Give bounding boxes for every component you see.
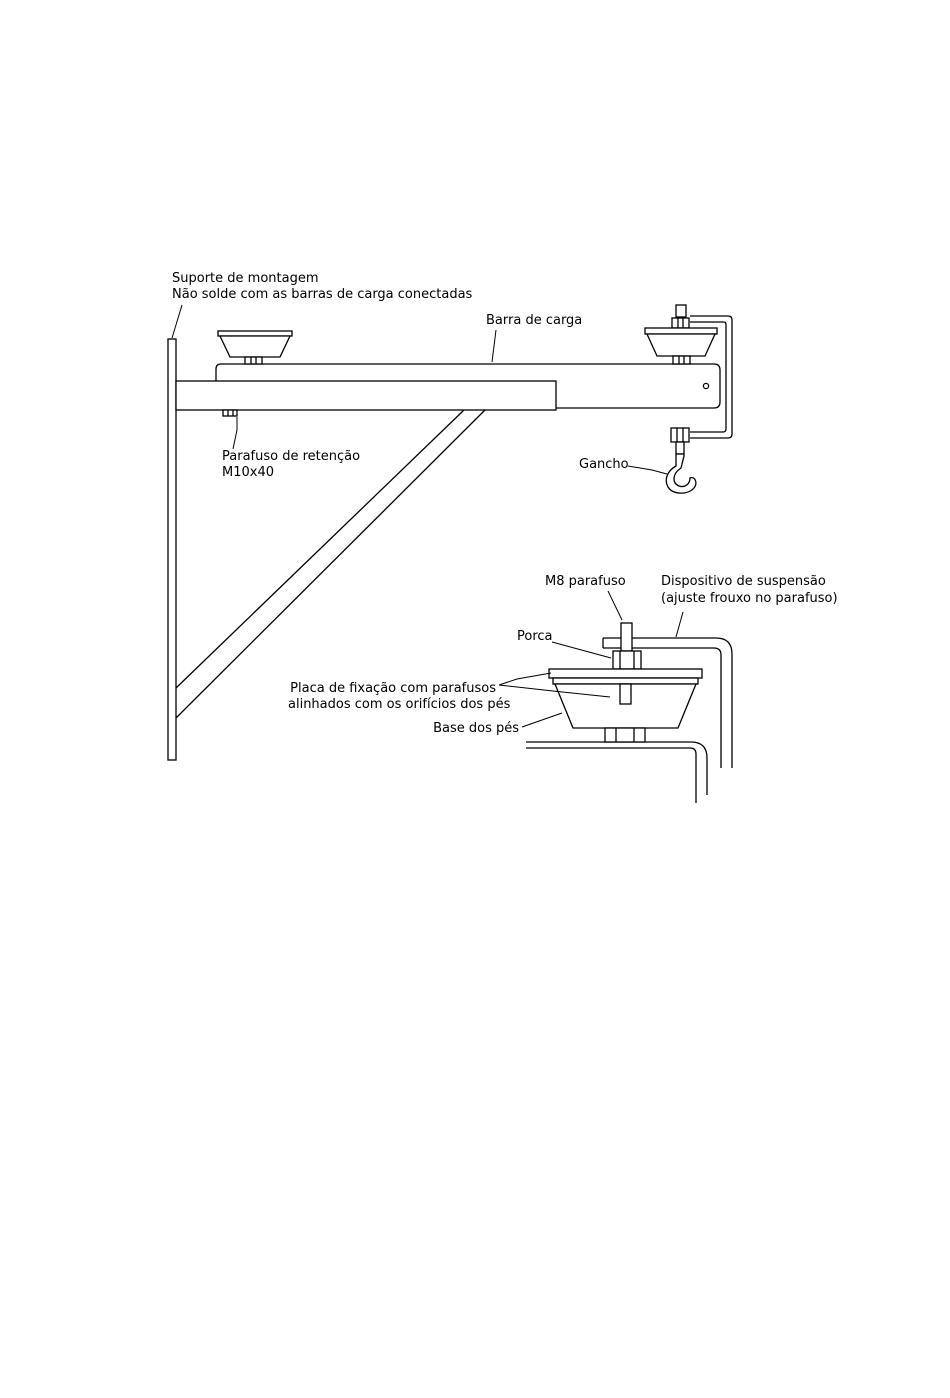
label-fixing-plate-note: alinhados com os orifícios dos pés bbox=[288, 697, 496, 713]
mounting-arm bbox=[176, 381, 556, 410]
detail-nut bbox=[613, 651, 641, 669]
label-suspension-device: Dispositivo de suspensão bbox=[661, 574, 826, 590]
label-suspension-device-note: (ajuste frouxo no parafuso) bbox=[661, 591, 838, 607]
label-retention-bolt-size: M10x40 bbox=[222, 465, 274, 481]
label-load-bar: Barra de carga bbox=[486, 313, 582, 329]
label-fixing-plate: Placa de fixação com parafusos bbox=[288, 681, 496, 697]
right-foot bbox=[645, 305, 717, 364]
retention-bolt bbox=[223, 410, 237, 416]
label-mounting-support: Suporte de montagem bbox=[172, 271, 319, 287]
detail-m8-bolt bbox=[621, 623, 632, 651]
detail-foot-base bbox=[555, 684, 696, 728]
wall-plate bbox=[168, 339, 176, 760]
detail-bottom-nut bbox=[605, 728, 645, 742]
label-hook: Gancho bbox=[579, 457, 629, 473]
label-foot-base: Base dos pés bbox=[420, 721, 519, 737]
left-foot bbox=[218, 331, 292, 364]
label-m8-bolt: M8 parafuso bbox=[545, 574, 626, 590]
label-mounting-support-warning: Não solde com as barras de carga conecta… bbox=[172, 287, 472, 303]
detail-frame bbox=[526, 742, 707, 803]
label-nut: Porca bbox=[517, 629, 553, 645]
label-retention-bolt: Parafuso de retenção bbox=[222, 449, 360, 465]
detail-fixing-plate bbox=[549, 669, 702, 684]
